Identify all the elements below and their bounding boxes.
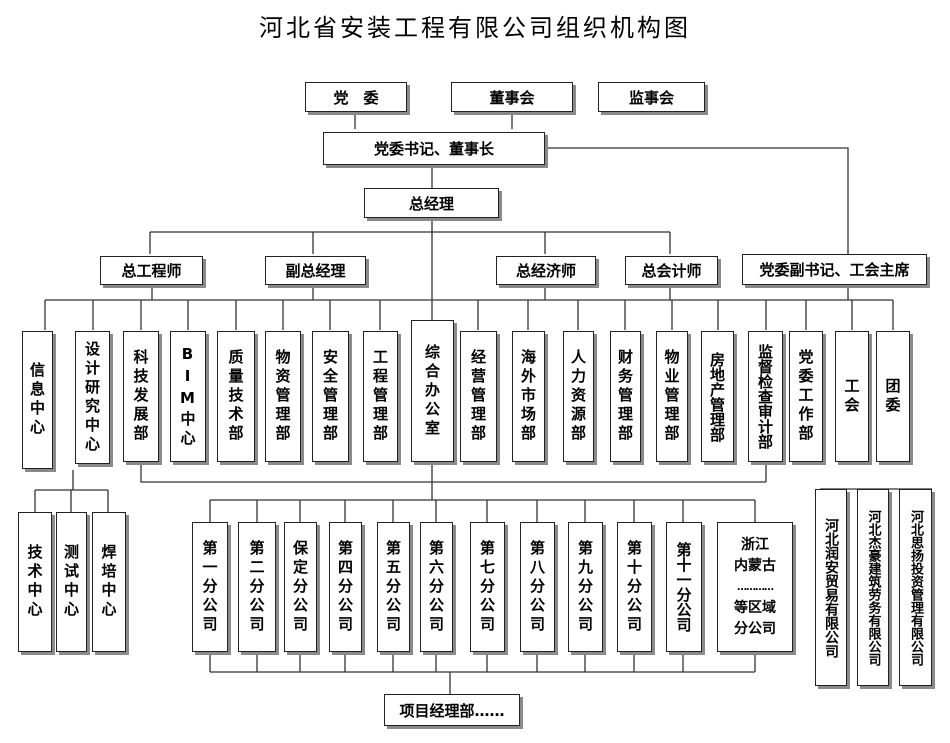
- center-box: 测试中心: [56, 512, 87, 652]
- regional-line: 分公司: [734, 620, 776, 637]
- dept-box: 监督检查审计部: [748, 331, 783, 462]
- dept-box: 科技发展部: [123, 331, 159, 462]
- chart-title: 河北省安装工程有限公司组织机构图: [259, 14, 691, 42]
- regional-branch-box: 浙江 内蒙古 ………… 等区域 分公司: [717, 522, 793, 652]
- dept-box: 房地产管理部: [701, 331, 734, 462]
- dept-box: 物资管理部: [265, 331, 301, 462]
- dept-box: 党委工作部: [789, 331, 823, 462]
- branch-box: 第二分公司: [238, 522, 276, 652]
- branch-box: 第八分公司: [520, 522, 555, 652]
- secretary-chairman-box: 党委书记、董事长: [323, 132, 545, 165]
- branch-box: 第五分公司: [377, 522, 410, 652]
- subsidiary-box: 河北思扬投资管理有限公司: [899, 489, 932, 686]
- subsidiary-box: 河北润安贸易有限公司: [815, 489, 847, 686]
- dept-box: 设计研究中心: [75, 331, 110, 464]
- subsidiary-box: 河北杰豪建筑劳务有限公司: [857, 489, 889, 686]
- project-dept-box: 项目经理部……: [384, 694, 520, 726]
- dept-box: 物业管理部: [656, 331, 688, 462]
- regional-line: 浙江: [741, 536, 769, 553]
- supervisory-box: 监事会: [598, 82, 705, 112]
- dept-box: 财务管理部: [610, 331, 641, 462]
- dept-box: 质量技术部: [217, 331, 255, 462]
- deputy-secretary-box: 党委副书记、工会主席: [742, 254, 927, 285]
- dept-box: 综合办公室: [411, 320, 454, 462]
- branch-box: 第六分公司: [420, 522, 453, 652]
- regional-line: …………: [737, 581, 774, 593]
- deputy-gm-box: 副总经理: [265, 256, 366, 285]
- center-box: 技术中心: [18, 512, 52, 652]
- dept-box: BIM中心: [170, 331, 206, 462]
- dept-box: 经营管理部: [460, 331, 497, 462]
- general-manager-box: 总经理: [364, 188, 499, 218]
- branch-box: 第十一分公司: [666, 522, 702, 652]
- branch-box: 第一分公司: [192, 522, 228, 652]
- board-box: 董事会: [451, 82, 573, 112]
- chief-accountant-box: 总会计师: [625, 256, 718, 285]
- dept-box: 信息中心: [22, 331, 53, 469]
- branch-box: 第七分公司: [470, 522, 505, 652]
- dept-box: 工会: [835, 331, 869, 462]
- dept-box: 安全管理部: [312, 331, 349, 462]
- dept-box: 海外市场部: [512, 331, 545, 462]
- party-committee-box: 党 委: [305, 82, 407, 112]
- branch-box: 第四分公司: [329, 522, 362, 652]
- regional-line: 等区域: [734, 599, 776, 616]
- branch-box: 第十分公司: [617, 522, 652, 652]
- chief-economist-box: 总经济师: [496, 256, 596, 285]
- branch-box: 第九分公司: [568, 522, 603, 652]
- connector: [545, 147, 849, 254]
- regional-line: 内蒙古: [734, 557, 776, 574]
- dept-box: 人力资源部: [563, 331, 594, 462]
- branch-box: 保定分公司: [284, 522, 317, 652]
- chief-engineer-box: 总工程师: [100, 256, 203, 285]
- dept-box: 团委: [876, 331, 910, 462]
- center-box: 焊培中心: [92, 512, 126, 652]
- connector: [140, 462, 766, 483]
- dept-box: 工程管理部: [363, 331, 398, 462]
